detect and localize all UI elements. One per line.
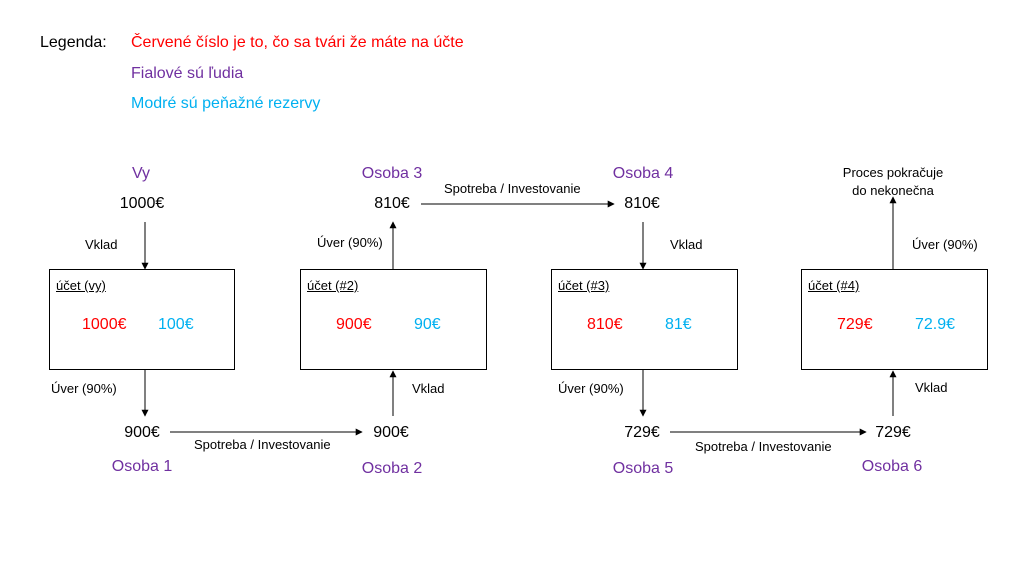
amount-osoba-1: 900€ — [124, 424, 160, 441]
legend-title: Legenda: — [40, 34, 107, 51]
person-osoba-3: Osoba 3 — [361, 165, 423, 182]
legend-purple-text: Fialové sú ľudia — [131, 65, 244, 82]
legend-red-text: Červené číslo je to, čo sa tvári že máte… — [131, 34, 464, 51]
account-box-4: účet (#4) 729€ 72.9€ — [801, 269, 988, 370]
account-reserve-1: 100€ — [158, 316, 194, 333]
person-osoba-5: Osoba 5 — [612, 460, 674, 477]
account-balance-2: 900€ — [336, 316, 372, 333]
flow-label-vklad-4: Vklad — [915, 380, 948, 395]
account-box-2: účet (#2) 900€ 90€ — [300, 269, 487, 370]
person-osoba-4: Osoba 4 — [612, 165, 674, 182]
person-osoba-2: Osoba 2 — [361, 460, 423, 477]
person-osoba-6: Osoba 6 — [861, 458, 923, 475]
person-osoba-1: Osoba 1 — [111, 458, 173, 475]
flow-label-uver-3: Úver (90%) — [558, 381, 624, 396]
flow-label-vklad-2: Vklad — [412, 381, 445, 396]
account-label-1: účet (vy) — [56, 278, 106, 293]
account-label-3: účet (#3) — [558, 278, 610, 293]
amount-vy: 1000€ — [119, 195, 165, 212]
flow-label-vklad-3: Vklad — [670, 237, 703, 252]
amount-osoba-5: 729€ — [624, 424, 660, 441]
flow-label-uver-1: Úver (90%) — [51, 381, 117, 396]
amount-osoba-2: 900€ — [373, 424, 409, 441]
account-balance-1: 1000€ — [82, 316, 127, 333]
account-label-4: účet (#4) — [808, 278, 860, 293]
flow-label-spotreba-2: Spotreba / Investovanie — [444, 181, 581, 196]
account-reserve-3: 81€ — [665, 316, 692, 333]
account-balance-3: 810€ — [587, 316, 623, 333]
person-vy: Vy — [131, 165, 151, 182]
process-continues-text: Proces pokračuje do nekonečna — [842, 165, 944, 198]
legend-blue-text: Modré sú peňažné rezervy — [131, 95, 321, 112]
amount-osoba-4: 810€ — [624, 195, 660, 212]
account-balance-4: 729€ — [837, 316, 873, 333]
flow-label-uver-2: Úver (90%) — [317, 235, 383, 250]
flow-label-spotreba-1: Spotreba / Investovanie — [194, 437, 331, 452]
flow-label-uver-4: Úver (90%) — [912, 237, 978, 252]
flow-label-vklad-1: Vklad — [85, 237, 118, 252]
account-label-2: účet (#2) — [307, 278, 359, 293]
amount-osoba-6: 729€ — [875, 424, 911, 441]
account-box-3: účet (#3) 810€ 81€ — [551, 269, 738, 370]
amount-osoba-3: 810€ — [374, 195, 410, 212]
account-box-1: účet (vy) 1000€ 100€ — [49, 269, 235, 370]
flow-label-spotreba-3: Spotreba / Investovanie — [695, 439, 832, 454]
account-reserve-4: 72.9€ — [915, 316, 956, 333]
account-reserve-2: 90€ — [414, 316, 441, 333]
